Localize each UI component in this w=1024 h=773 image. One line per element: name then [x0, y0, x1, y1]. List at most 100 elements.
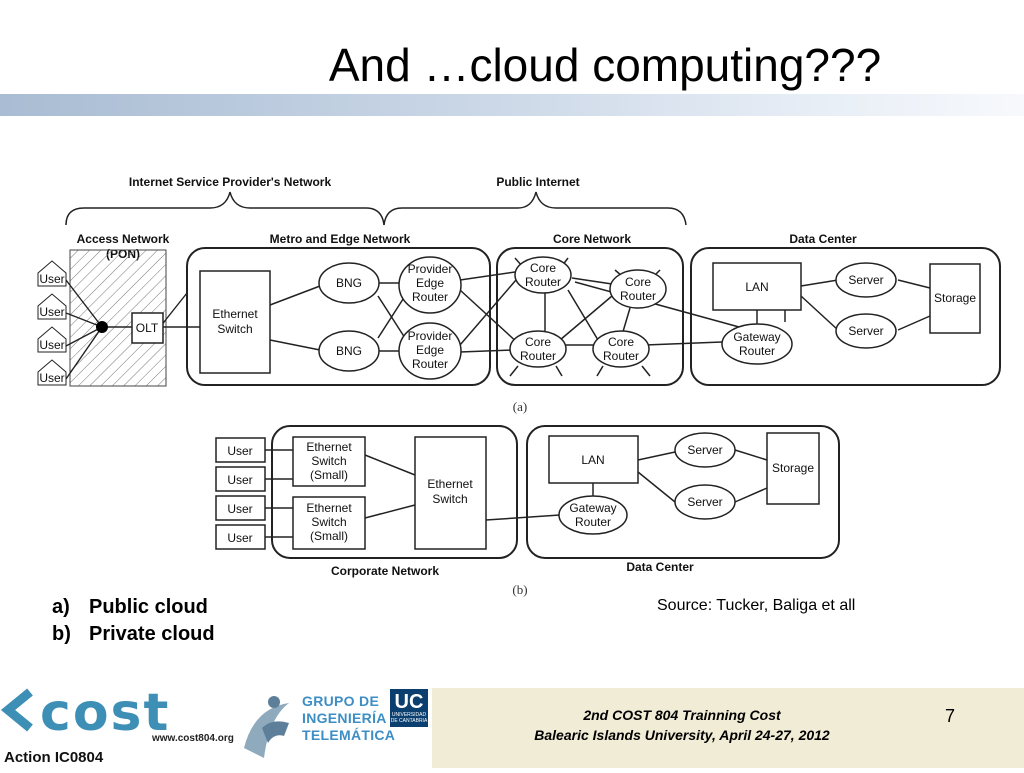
network-links-a — [269, 257, 931, 377]
svg-text:(Small): (Small) — [310, 468, 348, 482]
splitter-node — [96, 321, 108, 333]
ethernet-switch-small-node: Ethernet Switch (Small) — [292, 496, 366, 550]
server-node: Server — [835, 262, 897, 298]
data-center-group-a — [690, 247, 1001, 386]
caption-b: (b) — [512, 582, 527, 597]
corporate-network-group — [271, 425, 518, 559]
svg-text:Switch: Switch — [311, 515, 346, 529]
svg-text:Server: Server — [848, 273, 883, 287]
source-citation: Source: Tucker, Baliga et all — [657, 597, 856, 614]
svg-text:Core: Core — [608, 335, 634, 349]
svg-text:Switch: Switch — [311, 454, 346, 468]
git-logo-text: GRUPO DE INGENIERÍA TELEMÁTICA — [302, 693, 396, 743]
svg-text:LAN: LAN — [745, 280, 768, 294]
list-text: Public cloud — [89, 596, 208, 618]
git-emblem-icon — [244, 696, 289, 758]
user-node: User — [37, 326, 67, 353]
access-network-label: Access Network — [77, 232, 170, 246]
core-network-label: Core Network — [553, 232, 631, 246]
svg-text:User: User — [227, 444, 252, 458]
list-text: Private cloud — [89, 623, 215, 645]
svg-text:Router: Router — [412, 290, 448, 304]
provider-edge-router-node: Provider Edge Router — [398, 322, 462, 380]
slide-title: And …cloud computing??? — [328, 39, 882, 91]
page-number: 7 — [945, 706, 956, 726]
svg-text:Ethernet: Ethernet — [306, 440, 352, 454]
svg-text:Switch: Switch — [432, 492, 467, 506]
network-links-b — [265, 449, 768, 538]
cloud-type-list: a) Public cloud b) Private cloud — [52, 596, 215, 650]
server-node: Server — [674, 432, 736, 468]
svg-text:BNG: BNG — [336, 276, 362, 290]
server-node: Server — [674, 484, 736, 520]
svg-text:OLT: OLT — [136, 321, 159, 335]
uc-logo: UC — [390, 689, 428, 727]
svg-text:User: User — [39, 305, 64, 319]
footer-band — [432, 688, 1024, 768]
svg-text:Ethernet: Ethernet — [427, 477, 473, 491]
svg-text:(Small): (Small) — [310, 529, 348, 543]
svg-text:Router: Router — [525, 275, 561, 289]
uc-logo-sub: UNIVERSIDAD DE CANTABRIA — [390, 712, 428, 724]
svg-text:User: User — [39, 371, 64, 385]
svg-text:Core: Core — [625, 275, 651, 289]
cost-url: www.cost804.org — [152, 733, 234, 744]
svg-text:Router: Router — [739, 344, 775, 358]
isp-network-label: Internet Service Provider's Network — [129, 175, 332, 189]
svg-text:Storage: Storage — [934, 291, 976, 305]
svg-text:Ethernet: Ethernet — [306, 501, 352, 515]
bng-node: BNG — [318, 330, 380, 372]
public-internet-brace — [383, 191, 687, 226]
footer-event-text: 2nd COST 804 Trainning Cost Balearic Isl… — [432, 705, 932, 745]
lan-node: LAN — [712, 262, 802, 311]
svg-text:cost: cost — [40, 686, 170, 743]
core-router-node: Core Router — [609, 269, 667, 309]
list-marker: b) — [52, 623, 71, 645]
lan-node: LAN — [548, 435, 639, 484]
user-node: User — [37, 260, 67, 287]
svg-text:User: User — [227, 502, 252, 516]
network-diagram: Internet Service Provider's Network Publ… — [37, 175, 1001, 597]
core-router-node: Core Router — [592, 330, 650, 368]
metro-edge-label: Metro and Edge Network — [270, 232, 411, 246]
svg-text:Ethernet: Ethernet — [212, 307, 258, 321]
svg-text:Router: Router — [620, 289, 656, 303]
svg-text:User: User — [39, 338, 64, 352]
storage-node: Storage — [766, 432, 820, 505]
svg-text:Server: Server — [848, 324, 883, 338]
svg-text:Gateway: Gateway — [569, 501, 616, 515]
user-box: User — [215, 466, 266, 492]
list-marker: a) — [52, 596, 70, 618]
data-center-group-b — [526, 425, 840, 559]
svg-text:Storage: Storage — [772, 461, 814, 475]
svg-text:User: User — [39, 272, 64, 286]
svg-text:Core: Core — [530, 261, 556, 275]
data-center-label-b: Data Center — [626, 560, 694, 574]
provider-edge-router-node: Provider Edge Router — [398, 256, 462, 314]
gateway-router-node: Gateway Router — [558, 495, 628, 535]
svg-text:Router: Router — [575, 515, 611, 529]
svg-text:Switch: Switch — [217, 322, 252, 336]
svg-text:Server: Server — [687, 443, 722, 457]
data-center-label: Data Center — [789, 232, 857, 246]
cost-logo: cost — [0, 686, 170, 743]
svg-text:Provider: Provider — [408, 329, 453, 343]
user-box: User — [215, 524, 266, 550]
storage-node: Storage — [929, 263, 981, 334]
ethernet-switch-node: Ethernet Switch — [199, 270, 271, 374]
user-box: User — [215, 495, 266, 521]
svg-text:Router: Router — [412, 357, 448, 371]
footer-line-1: 2nd COST 804 Trainning Cost — [583, 707, 781, 723]
ethernet-switch-small-node: Ethernet Switch (Small) — [292, 436, 366, 487]
bng-node: BNG — [318, 262, 380, 304]
public-internet-label: Public Internet — [496, 175, 579, 189]
core-router-node: Core Router — [514, 256, 572, 294]
svg-text:LAN: LAN — [581, 453, 604, 467]
ethernet-switch-node: Ethernet Switch — [414, 436, 487, 550]
svg-text:Core: Core — [525, 335, 551, 349]
list-item: a) Public cloud — [52, 596, 215, 623]
footer-line-2: Balearic Islands University, April 24-27… — [534, 727, 830, 743]
list-item: b) Private cloud — [52, 623, 215, 650]
corporate-network-label: Corporate Network — [331, 564, 439, 578]
user-node: User — [37, 359, 67, 386]
